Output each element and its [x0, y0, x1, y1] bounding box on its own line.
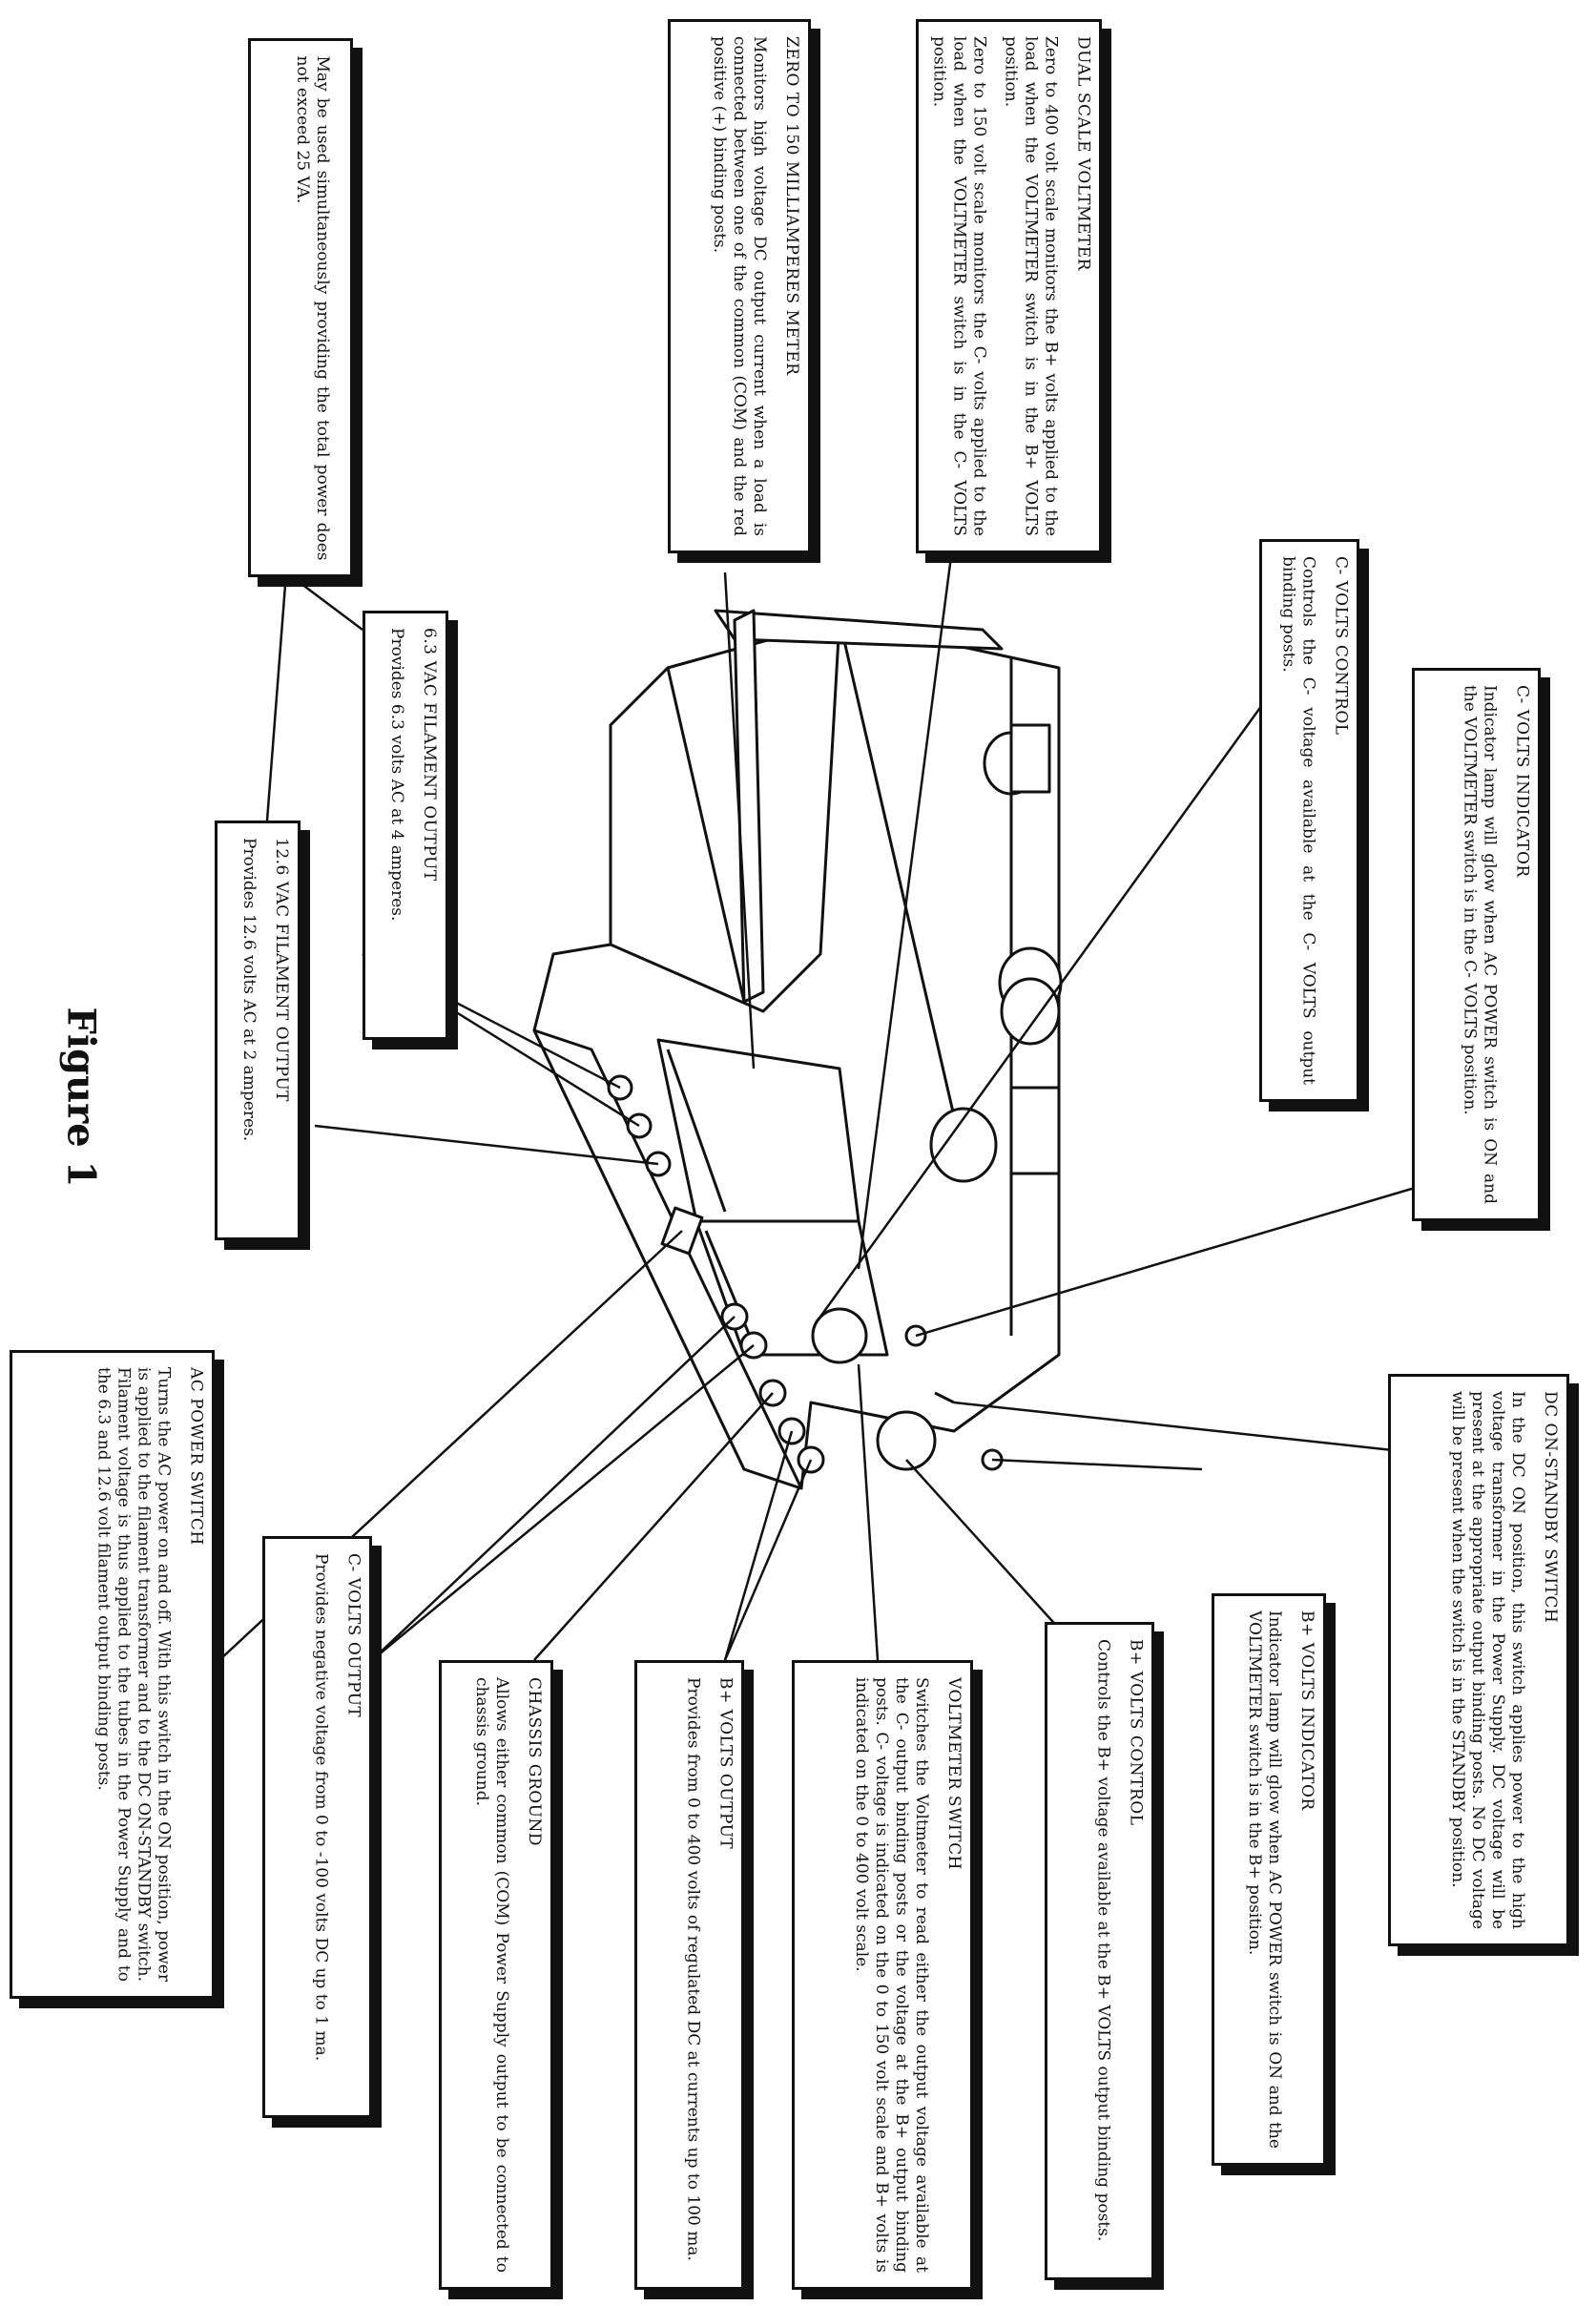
transformer [1009, 723, 1051, 794]
callout-ac-power-switch: AC POWER SWITCH Turns the AC power on an… [10, 1350, 215, 1999]
callout-voltmeter-switch: VOLTMETER SWITCH Switches the Voltmeter … [792, 1660, 973, 2290]
callout-body: Zero to 400 volt scale monitors the B+ v… [1001, 36, 1060, 536]
c-volts-control-knob [811, 1307, 868, 1364]
callout-filament-6-3: 6.3 VAC FILAMENT OUTPUT Provides 6.3 vol… [363, 611, 448, 1040]
figure-label-text: Figure 1 [58, 1007, 104, 1188]
callout-title: DUAL SCALE VOLTMETER [1073, 36, 1092, 271]
callout-b-volts-output: B+ VOLTS OUTPUT Provides from 0 to 400 v… [634, 1660, 744, 2290]
callout-dc-on-standby: DC ON-STANDBY SWITCH In the DC ON positi… [1388, 1374, 1569, 1946]
callout-body: Provides 6.3 volts AC at 4 amperes. [387, 628, 406, 922]
callout-title: CHASSIS GROUND [525, 1677, 544, 1847]
callout-title: B+ VOLTS OUTPUT [715, 1677, 735, 1850]
toggle-switch [934, 1391, 955, 1404]
callout-title: C- VOLTS OUTPUT [343, 1553, 363, 1718]
callout-body: Switches the Voltmeter to read either th… [852, 1677, 931, 2273]
callout-simultaneous-note: May be used simultaneously providing the… [248, 38, 353, 577]
callout-body: Provides from 0 to 400 volts of regulate… [683, 1677, 702, 2261]
b-volts-control-knob [876, 1410, 937, 1471]
callout-body: May be used simultaneously providing the… [293, 55, 332, 560]
callout-title: B+ VOLTS INDICATOR [1297, 1610, 1316, 1811]
callout-body: Controls the B+ voltage available at the… [1093, 1639, 1112, 2242]
callout-title: ZERO TO 150 MILLIAMPERES METER [782, 36, 801, 376]
callout-milliamperes-meter: ZERO TO 150 MILLIAMPERES METER Monitors … [668, 19, 811, 553]
callout-title: C- VOLTS INDICATOR [1512, 685, 1531, 878]
callout-b-volts-control: B+ VOLTS CONTROL Controls the B+ voltage… [1045, 1622, 1154, 2280]
callout-title: C- VOLTS CONTROL [1331, 556, 1350, 736]
callout-body: Allows either common (COM) Power Supply … [472, 1677, 511, 2273]
callout-filament-12-6: 12.6 VAC FILAMENT OUTPUT Provides 12.6 v… [215, 821, 301, 1240]
tube [1000, 977, 1061, 1046]
figure-label: Figure 1 [52, 954, 110, 1240]
callout-c-volts-indicator: C- VOLTS INDICATOR Indicator lamp will g… [1412, 668, 1541, 1221]
callout-title: B+ VOLTS CONTROL [1126, 1639, 1145, 1826]
callout-title: AC POWER SWITCH [186, 1367, 205, 1546]
callout-body: Provides negative voltage from 0 to -100… [311, 1553, 330, 2062]
callout-c-volts-control: C- VOLTS CONTROL Controls the C- voltage… [1259, 539, 1359, 1102]
callout-body: Controls the C- voltage available at the… [1278, 556, 1317, 1085]
callout-body: Provides 12.6 volts AC at 2 amperes. [239, 838, 259, 1142]
tube [929, 1107, 998, 1183]
rear-rail [609, 618, 841, 1013]
callout-body: In the DC ON position, this switch appli… [1448, 1391, 1527, 1929]
transformer [1009, 1086, 1061, 1175]
callout-body: Monitors high voltage DC output current … [710, 36, 769, 536]
callout-body: Zero to 150 volt scale monitors the C- v… [929, 36, 988, 536]
front-panel [532, 1028, 803, 1490]
side-rail [733, 609, 765, 1004]
callout-title: 12.6 VAC FILAMENT OUTPUT [272, 838, 291, 1102]
callout-title: 6.3 VAC FILAMENT OUTPUT [420, 628, 439, 882]
callout-body: Turns the AC power on and off. With this… [93, 1367, 173, 1982]
callout-dual-scale-voltmeter: DUAL SCALE VOLTMETER Zero to 400 volt sc… [916, 19, 1102, 553]
callout-title: VOLTMETER SWITCH [944, 1677, 964, 1870]
callout-title: DC ON-STANDBY SWITCH [1541, 1391, 1560, 1624]
callout-body: Indicator lamp will glow when AC POWER s… [1245, 1610, 1284, 2149]
callout-body: Indicator lamp will glow when AC POWER s… [1460, 685, 1499, 1204]
callout-chassis-ground: CHASSIS GROUND Allows either common (COM… [439, 1660, 553, 2290]
callout-b-volts-indicator: B+ VOLTS INDICATOR Indicator lamp will g… [1212, 1593, 1326, 2166]
callout-c-volts-output: C- VOLTS OUTPUT Provides negative voltag… [262, 1536, 372, 2118]
